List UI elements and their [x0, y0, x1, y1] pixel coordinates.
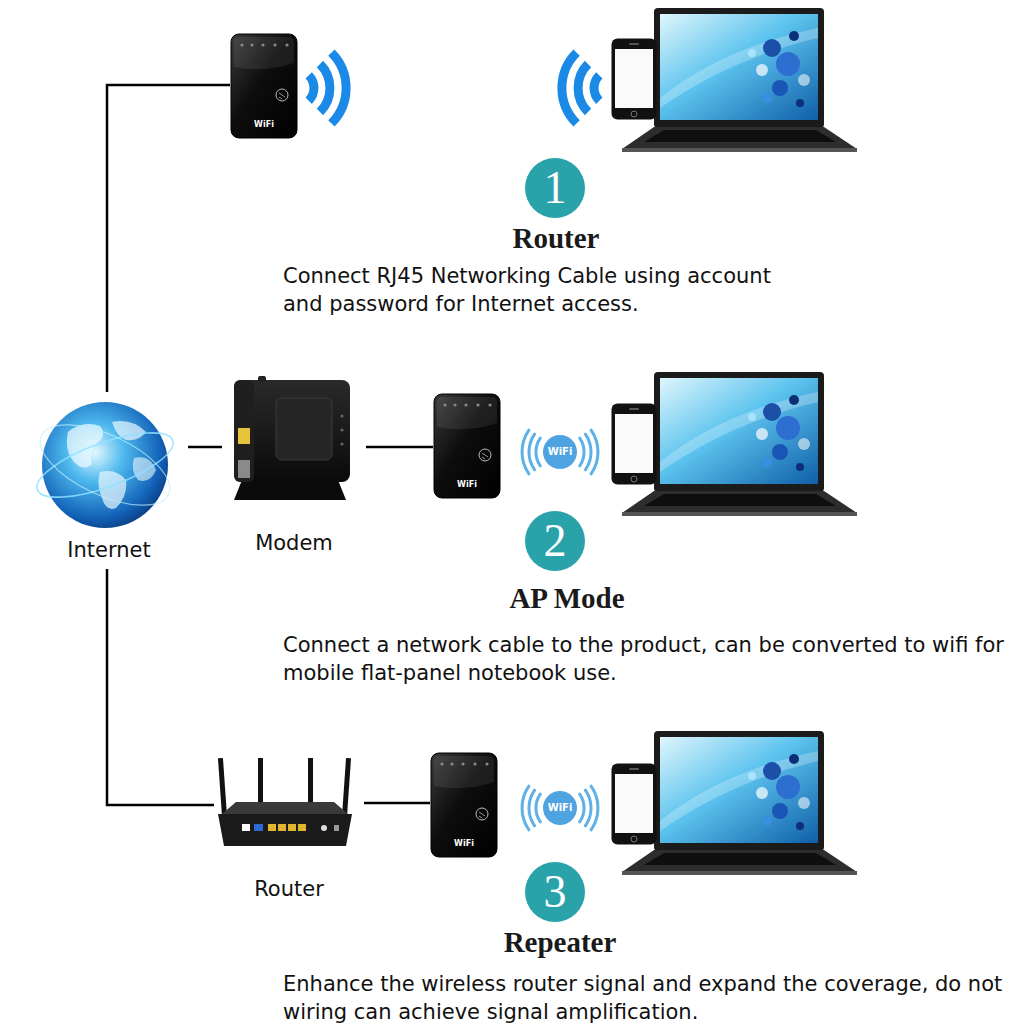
step-heading: Router: [513, 221, 600, 255]
phone: [612, 764, 657, 845]
repeater-device: WiFi: [433, 393, 501, 499]
modem-device-picture: [234, 376, 350, 500]
callout-number: 2: [544, 518, 567, 564]
node-label: Modem: [222, 531, 366, 556]
connector-line: [364, 802, 430, 805]
repeater-device: WiFi: [430, 752, 498, 858]
wifi-waves: [309, 53, 346, 124]
step-description: Connect RJ45 Networking Cable using acco…: [283, 262, 803, 318]
modem-device: Modem: [222, 376, 366, 562]
node-label: WiFi: [433, 479, 501, 490]
router-device: Router: [214, 756, 364, 908]
connector-line: [107, 569, 214, 805]
wifi-badge-text: WiFi: [548, 802, 573, 814]
wifi-badge: [522, 786, 598, 830]
repeater-device-picture: [434, 394, 500, 498]
wifi-badge: [522, 430, 598, 474]
wifi-waves: [562, 53, 599, 124]
step-heading: Repeater: [504, 925, 617, 959]
laptop: [622, 372, 857, 516]
phone: [612, 39, 657, 120]
internet-globe-picture: [29, 402, 181, 528]
router-device-picture: [218, 758, 352, 846]
step-number: 3: [525, 862, 585, 922]
connector-line: [366, 446, 433, 449]
step-description: Enhance the wireless router signal and e…: [283, 970, 1020, 1026]
wifi-badge-text: WiFi: [548, 446, 573, 458]
repeater-device-picture: [231, 34, 297, 138]
repeater-device-picture: [431, 753, 497, 857]
laptop: [622, 8, 857, 152]
callout-number: 3: [544, 869, 567, 915]
internet-globe-art: [30, 392, 180, 538]
step-number: 1: [525, 158, 585, 218]
step-number: 2: [525, 511, 585, 571]
callout-number: 1: [544, 165, 567, 211]
step-description: Connect a network cable to the product, …: [283, 631, 1020, 687]
node-label: Router: [214, 877, 364, 902]
router-device-art: [214, 756, 356, 852]
laptop: [622, 731, 857, 875]
node-label: WiFi: [430, 838, 498, 849]
connector-line: [107, 85, 230, 392]
phone: [612, 404, 657, 485]
connector-line: [188, 446, 222, 449]
repeater-device: WiFi: [230, 33, 298, 139]
internet-globe: Internet: [30, 392, 188, 569]
node-label: Internet: [30, 538, 188, 563]
node-label: WiFi: [230, 119, 298, 130]
modem-device-art: [222, 376, 358, 502]
step-heading: AP Mode: [509, 581, 624, 615]
